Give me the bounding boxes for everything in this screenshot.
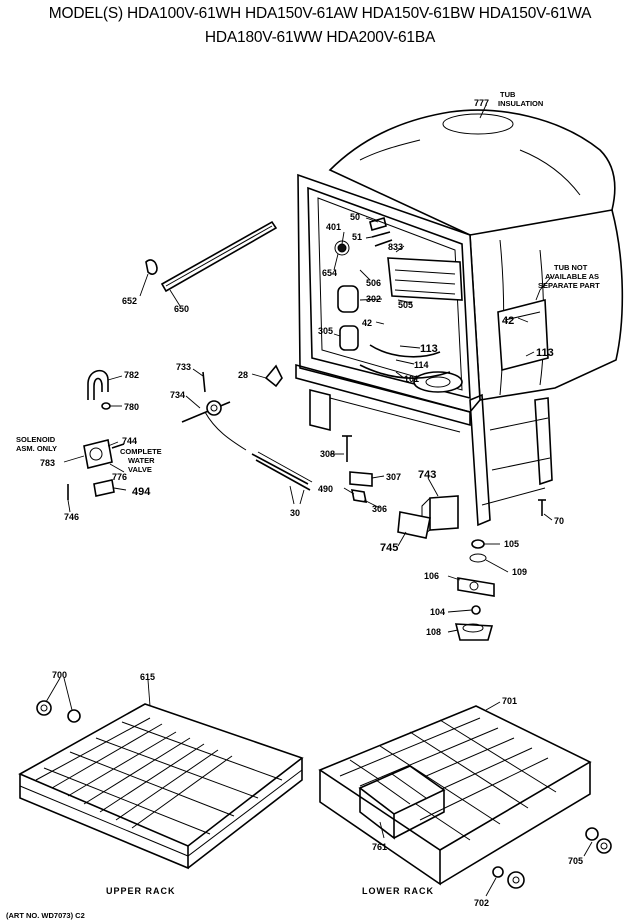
model-list-line-2: HDA180V-61WW HDA200V-61BA — [204, 29, 436, 46]
label-307: 307 — [386, 472, 401, 482]
label-733: 733 — [176, 362, 191, 372]
label-42a: 42 — [362, 318, 372, 328]
label-506: 506 — [366, 278, 381, 288]
label-652: 652 — [122, 296, 137, 306]
leader-lines — [45, 104, 593, 897]
label-734: 734 — [170, 390, 185, 400]
caption-lower-rack: LOWER RACK — [362, 886, 434, 896]
art-number: (ART NO. WD7073) C2 — [6, 911, 85, 920]
label-308: 308 — [320, 449, 335, 459]
note-tub-not-available-2: AVAILABLE AS — [545, 272, 599, 281]
label-654: 654 — [322, 268, 337, 278]
label-42b: 42 — [502, 315, 514, 327]
tub-assembly-drawing — [295, 109, 624, 527]
label-505: 505 — [398, 300, 413, 310]
caption-upper-rack: UPPER RACK — [106, 886, 176, 896]
label-28: 28 — [238, 370, 248, 380]
label-305: 305 — [318, 326, 333, 336]
label-108: 108 — [426, 627, 441, 637]
note-valve-1: COMPLETE — [120, 447, 162, 456]
label-494: 494 — [132, 486, 151, 498]
label-833: 833 — [388, 242, 403, 252]
label-30: 30 — [290, 508, 300, 518]
label-104: 104 — [430, 607, 445, 617]
label-70: 70 — [554, 516, 564, 526]
label-113a: 113 — [420, 343, 438, 355]
label-761: 761 — [372, 842, 387, 852]
label-114: 114 — [414, 360, 429, 370]
note-valve-2: WATER — [128, 456, 155, 465]
label-105: 105 — [504, 539, 519, 549]
part-labels: TUB INSULATION 777 50 401 51 833 654 506… — [16, 90, 600, 908]
lower-rack-drawing — [318, 705, 612, 889]
label-302: 302 — [366, 294, 381, 304]
label-109: 109 — [512, 567, 527, 577]
label-776: 776 — [112, 472, 127, 482]
left-parts-drawing — [67, 220, 313, 500]
label-782: 782 — [124, 370, 139, 380]
note-solenoid-2: ASM. ONLY — [16, 444, 57, 453]
label-113b: 113 — [536, 347, 554, 359]
note-solenoid-1: SOLENOID — [16, 435, 56, 444]
label-306: 306 — [372, 504, 387, 514]
label-490: 490 — [318, 484, 333, 494]
label-780: 780 — [124, 402, 139, 412]
label-744: 744 — [122, 436, 137, 446]
label-745: 745 — [380, 542, 398, 554]
note-tub-insulation-1: TUB — [500, 90, 516, 99]
label-50: 50 — [350, 212, 360, 222]
label-777: 777 — [474, 98, 489, 108]
note-tub-insulation-2: INSULATION — [498, 99, 543, 108]
label-702: 702 — [474, 898, 489, 908]
label-700: 700 — [52, 670, 67, 680]
label-401: 401 — [326, 222, 341, 232]
upper-rack-drawing — [18, 700, 304, 870]
label-51: 51 — [352, 232, 362, 242]
label-743: 743 — [418, 469, 436, 481]
label-701: 701 — [502, 696, 517, 706]
spray-arm-assembly-drawing — [454, 539, 495, 641]
note-tub-not-available-1: TUB NOT — [554, 263, 588, 272]
label-746: 746 — [64, 512, 79, 522]
captions: UPPER RACK LOWER RACK (ART NO. WD7073) C… — [6, 886, 434, 920]
center-parts-drawing — [342, 435, 546, 539]
model-list-line-1: MODEL(S) HDA100V-61WH HDA150V-61AW HDA15… — [48, 5, 592, 22]
label-615: 615 — [140, 672, 155, 682]
note-valve-3: VALVE — [128, 465, 152, 474]
label-705: 705 — [568, 856, 583, 866]
label-101: 101 — [404, 374, 419, 384]
label-650: 650 — [174, 304, 189, 314]
label-783: 783 — [40, 458, 55, 468]
label-106: 106 — [424, 571, 439, 581]
note-tub-not-available-3: SEPARATE PART — [538, 281, 600, 290]
